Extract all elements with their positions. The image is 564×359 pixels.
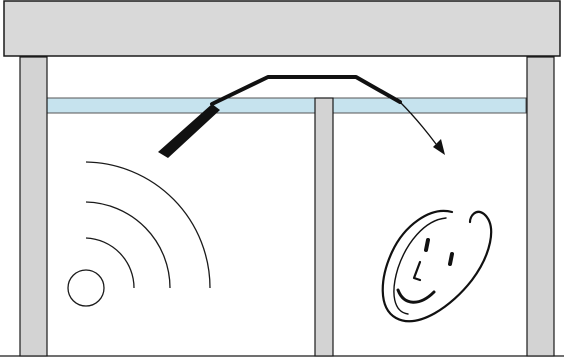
face-eye-left [426, 240, 428, 250]
face-outline-inner [394, 218, 446, 314]
top-beam [4, 1, 560, 56]
signal-wave-3 [86, 162, 210, 288]
pillar-middle [315, 98, 333, 356]
pillar-right [527, 57, 554, 356]
pillar-left [20, 57, 47, 356]
wifi-signal-waves-icon [68, 162, 210, 306]
face-smile [398, 290, 434, 302]
smiley-face-doodle-icon [383, 211, 491, 321]
signal-source-circle [68, 270, 104, 306]
face-nose [414, 262, 420, 280]
arching-arrow-icon [158, 77, 445, 158]
signal-wave-1 [86, 238, 134, 288]
glass-band [46, 98, 526, 113]
face-eye-right [450, 254, 452, 264]
